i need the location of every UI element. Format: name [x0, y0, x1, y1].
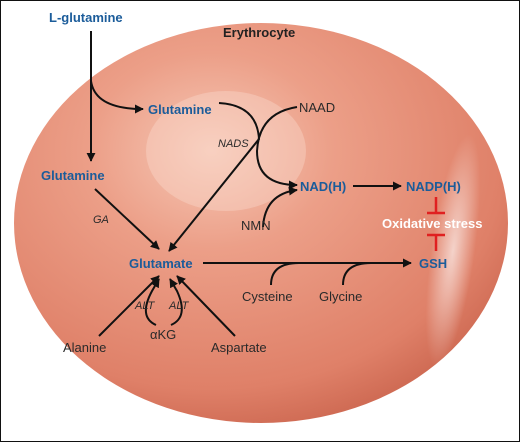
alt-right-enzyme-label: ALT [169, 300, 189, 312]
curve-akg-right [169, 278, 183, 326]
alanine-label: Alanine [63, 340, 107, 355]
nmn-label: NMN [241, 218, 271, 233]
l-glutamine-label: L-glutamine [49, 10, 123, 25]
curve-nmn-to-nadh [262, 186, 298, 228]
cell-title: Erythrocyte [223, 25, 296, 40]
curve-naad-to-nadh [255, 106, 298, 190]
oxidative-stress-label: Oxidative stress [382, 216, 483, 231]
aspartate-label: Aspartate [211, 340, 267, 355]
akg-label: αKG [150, 327, 177, 342]
curve-cysteine-in [270, 262, 300, 286]
cell-center-glow [146, 91, 306, 211]
glutamine-left-label: Glutamine [41, 168, 105, 183]
curve-akg-left [145, 278, 160, 326]
erythrocyte-cell [14, 23, 508, 423]
arrow-lglutamine-to-glutamine-upper [90, 80, 144, 114]
arrow-aspartate-to-glutamate [176, 275, 236, 337]
cysteine-label: Cysteine [242, 289, 293, 304]
curve-glycine-in [342, 262, 372, 286]
nads-enzyme-label: NADS [218, 138, 249, 150]
glutamine-upper-label: Glutamine [148, 102, 212, 117]
glycine-label: Glycine [319, 289, 363, 304]
ga-enzyme-label: GA [93, 214, 109, 226]
alt-left-enzyme-label: ALT [135, 300, 155, 312]
cell-rim-shine [425, 134, 481, 368]
glutamate-label: Glutamate [129, 256, 193, 271]
naad-label: NAAD [299, 100, 336, 115]
nadh-label: NAD(H) [300, 179, 347, 194]
inhibition-gsh-stress [427, 233, 445, 251]
inhibition-nadph-stress [427, 197, 445, 215]
arrow-alanine-to-glutamate [98, 275, 160, 337]
nadph-label: NADP(H) [406, 179, 461, 194]
arrow-glutamine-to-glutamate [94, 188, 160, 250]
gsh-label: GSH [419, 256, 448, 271]
